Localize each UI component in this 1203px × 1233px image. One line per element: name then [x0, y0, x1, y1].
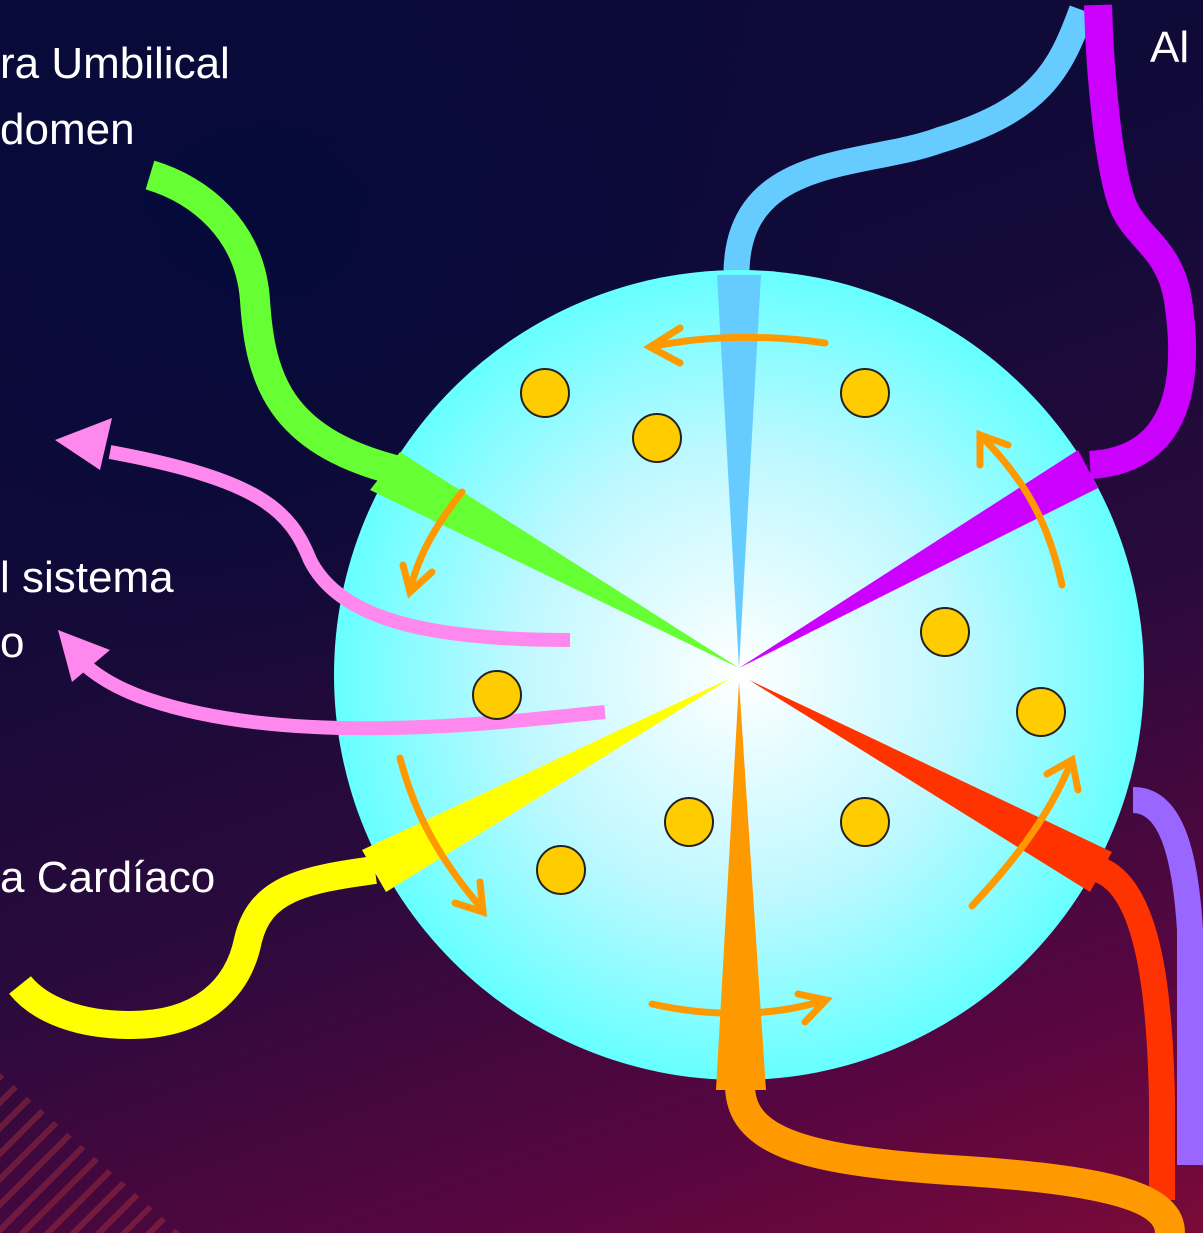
- cell: [841, 369, 889, 417]
- cell: [521, 369, 569, 417]
- cell: [537, 846, 585, 894]
- cell: [841, 798, 889, 846]
- label-umbilical-line2: domen: [0, 104, 135, 156]
- orange-vessel: [740, 1085, 1170, 1233]
- cell: [633, 414, 681, 462]
- pink-arrowhead-upper: [55, 418, 112, 470]
- cell: [665, 798, 713, 846]
- label-top-right: Al: [1150, 22, 1189, 74]
- blue-vessel: [736, 10, 1082, 300]
- cell: [921, 608, 969, 656]
- green-vessel: [150, 175, 395, 470]
- label-umbilical-line1: ra Umbilical: [0, 38, 230, 90]
- red-vessel: [1100, 870, 1162, 1200]
- label-sistema-line2: o: [0, 617, 24, 669]
- label-sistema-line1: l sistema: [0, 552, 174, 604]
- cell: [1017, 688, 1065, 736]
- label-cardiaco: a Cardíaco: [0, 852, 215, 904]
- purple-vessel: [1090, 5, 1182, 465]
- cell: [473, 671, 521, 719]
